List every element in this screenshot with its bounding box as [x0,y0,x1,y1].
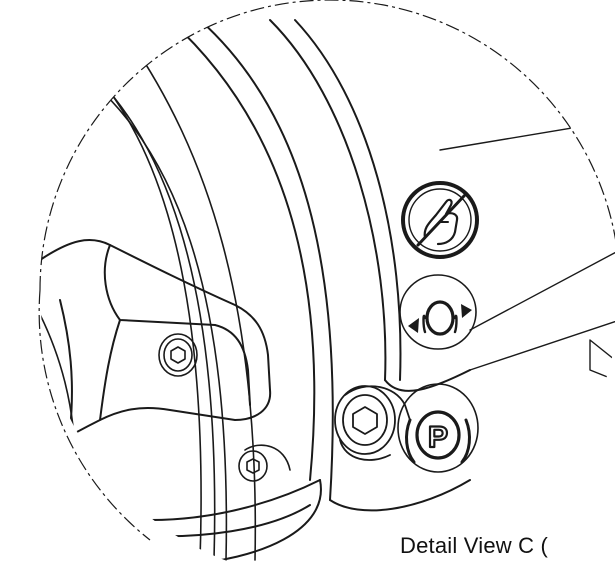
parking-brake-icon: P [397,383,479,473]
detail-boundary-circle [39,0,615,291]
housing-contour [129,19,471,566]
lever-hex-bolt [158,333,198,377]
detail-view-caption: Detail View C ( [400,533,549,558]
wheel-rim [40,39,257,561]
no-hand-pinch-warning-icon [401,181,479,259]
small-hex-bolt [238,444,291,482]
steering-direction-icon [399,274,477,350]
parking-letter: P [428,421,448,454]
detail-boundary-lower [38,289,151,541]
panel-edge [439,119,615,381]
lever-arm [40,239,272,461]
socket-head-screw-large [334,385,411,461]
